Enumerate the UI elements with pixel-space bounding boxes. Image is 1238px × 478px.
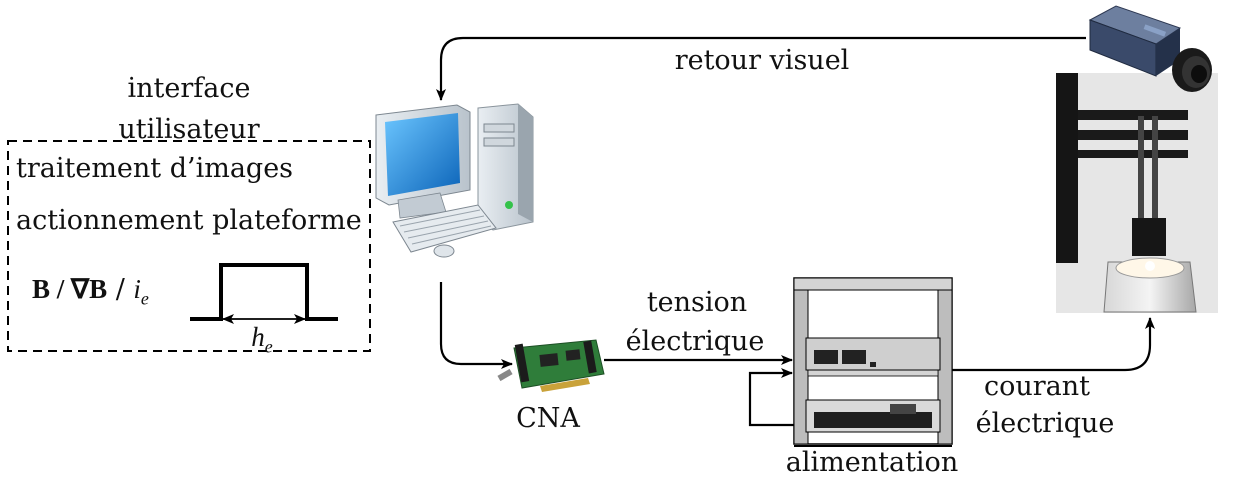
current-label-line1: courant <box>983 371 1091 402</box>
platform-photo <box>1056 73 1218 313</box>
formula-gradient-b: B <box>89 274 108 304</box>
field-formula: B / ∇B / ie <box>32 274 149 309</box>
computer-icon <box>375 103 534 258</box>
formula-i-subscript: e <box>140 288 149 309</box>
pulse-h-subscript: e <box>264 336 273 357</box>
feedback-label: retour visuel <box>674 45 850 76</box>
voltage-label-line1: tension <box>646 287 748 318</box>
interface-label-line1: interface <box>127 73 251 104</box>
interface-label-line2: utilisateur <box>118 114 260 145</box>
formula-i: i <box>133 274 141 304</box>
power-supply-rack-icon <box>793 277 953 447</box>
formula-sep: / <box>107 274 134 305</box>
power-supply-label: alimentation <box>785 447 959 478</box>
formula-sep-gradient: / ∇ <box>50 274 90 304</box>
platform-actuation-label: actionnement plateforme <box>16 205 362 236</box>
pulse-h: h <box>251 322 265 352</box>
computer-to-cna-arrow <box>439 282 513 369</box>
pulse-width-label: he <box>251 322 273 357</box>
user-interface-box <box>7 140 371 352</box>
image-processing-label: traitement d’images <box>16 153 294 184</box>
camera-icon <box>1088 5 1212 92</box>
dac-label: CNA <box>516 403 580 434</box>
feedback-arrow <box>436 36 1086 101</box>
pulse-waveform <box>190 263 338 324</box>
dac-card-icon <box>497 339 605 392</box>
formula-b: B <box>32 274 51 304</box>
voltage-label-line2: électrique <box>625 326 765 357</box>
current-label-line2: électrique <box>975 408 1115 439</box>
supply-loop-arrow <box>748 368 800 427</box>
supply-to-platform-arrow <box>950 317 1155 372</box>
